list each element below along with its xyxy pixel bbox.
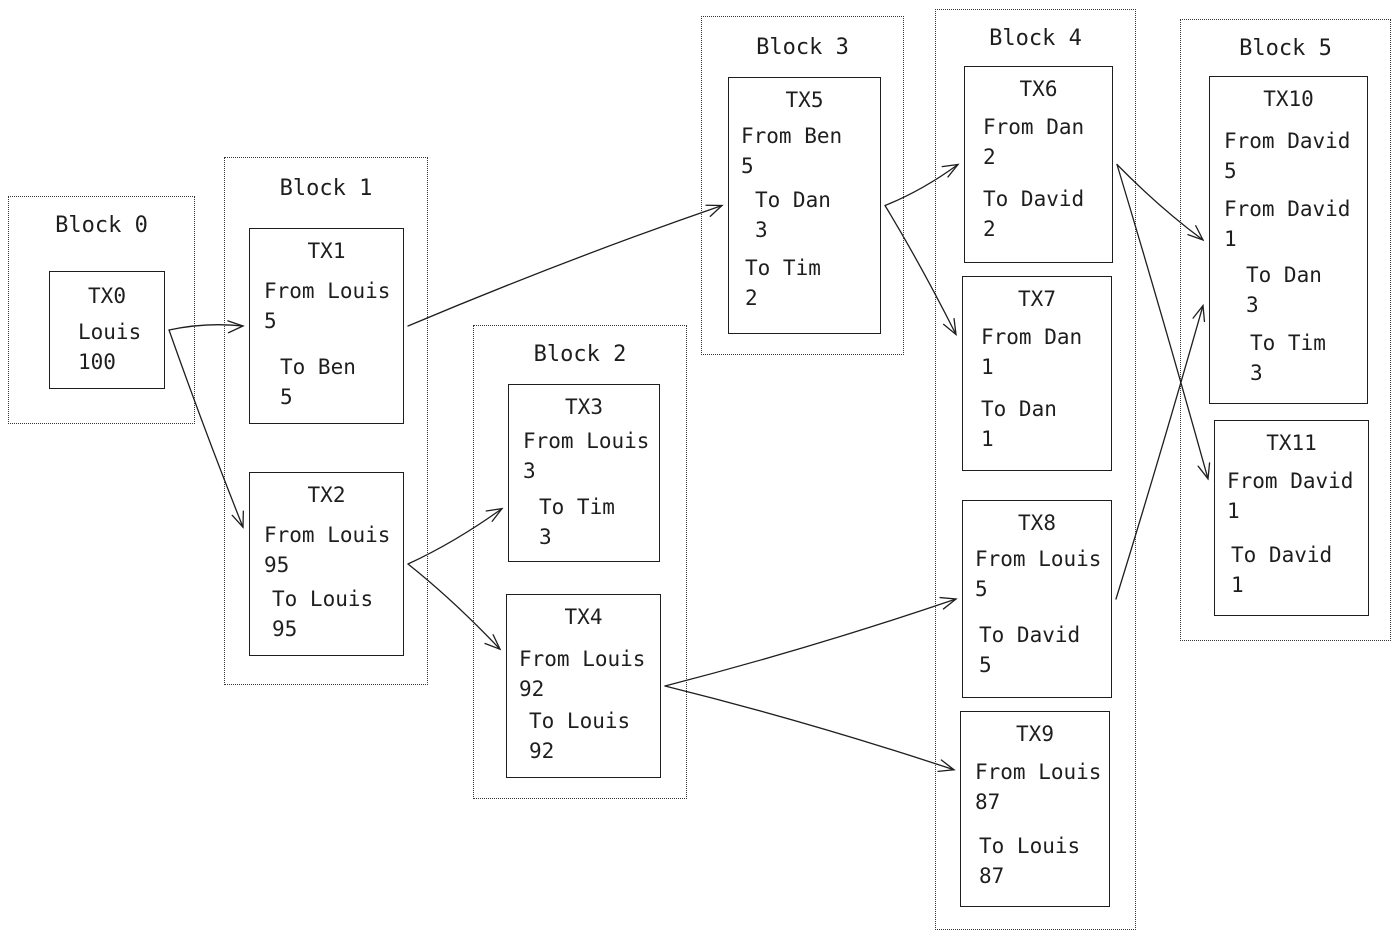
- block-0: Block 0 TX0 Louis 100: [8, 196, 195, 424]
- tx-line: From David: [1227, 469, 1354, 493]
- tx-line: 3: [755, 218, 768, 242]
- tx-box: TX6 From Dan 2 To David 2: [964, 66, 1113, 263]
- edge-arrow-line: [664, 598, 957, 687]
- tx-box: TX3 From Louis 3 To Tim 3: [508, 384, 660, 562]
- tx-title: TX6: [1019, 77, 1058, 101]
- tx-box: TX1 From Louis 5 To Ben 5: [249, 228, 404, 424]
- tx-title: TX9: [1016, 722, 1054, 746]
- block-2: Block 2 TX3 From Louis 3 To Tim 3 TX4 Fr…: [473, 325, 687, 799]
- tx-box: TX4 From Louis 92 To Louis 92: [506, 594, 661, 778]
- tx-title: TX7: [1018, 287, 1056, 311]
- tx-title: TX2: [307, 483, 346, 507]
- tx-line: 2: [983, 145, 996, 169]
- tx-title: TX10: [1263, 87, 1314, 111]
- block-title: Block 2: [533, 342, 627, 367]
- tx-line: To Louis: [272, 587, 374, 611]
- tx-line: 87: [979, 864, 1005, 888]
- tx-title: TX4: [564, 605, 603, 629]
- tx-line: 92: [519, 677, 545, 701]
- tx-line: To Louis: [529, 709, 631, 733]
- tx-line: To Dan: [1246, 263, 1322, 287]
- block-5: Block 5 TX10 From David 5 From David 1 T…: [1180, 19, 1391, 641]
- edge-arrow-line: [407, 204, 723, 327]
- tx-line: To Dan: [981, 397, 1057, 421]
- tx-line: 95: [272, 617, 298, 641]
- tx-line: To Louis: [979, 834, 1081, 858]
- tx-line: 2: [983, 217, 996, 241]
- tx-line: 3: [1250, 361, 1263, 385]
- block-4: Block 4 TX6 From Dan 2 To David 2 TX7 Fr…: [935, 9, 1136, 930]
- tx-line: 5: [741, 154, 754, 178]
- tx-line: To Dan: [755, 188, 831, 212]
- tx-box: TX10 From David 5 From David 1 To Dan 3 …: [1209, 76, 1368, 404]
- tx-title: TX1: [307, 239, 346, 263]
- tx-line: To Tim: [745, 256, 821, 280]
- tx-line: 2: [745, 286, 758, 310]
- tx-line: 92: [529, 739, 555, 763]
- tx-line: Louis: [78, 320, 142, 344]
- tx-title: TX8: [1018, 511, 1056, 535]
- tx-line: From Louis: [264, 523, 391, 547]
- tx-line: From David: [1224, 129, 1351, 153]
- tx-line: 95: [264, 553, 290, 577]
- tx-line: To Tim: [539, 495, 615, 519]
- tx-line: From Ben: [741, 124, 843, 148]
- tx-line: From Louis: [519, 647, 646, 671]
- tx-title: TX3: [565, 395, 603, 419]
- tx-line: To Tim: [1250, 331, 1326, 355]
- block-title: Block 5: [1239, 36, 1332, 61]
- block-title: Block 4: [989, 26, 1082, 51]
- tx-line: 5: [280, 385, 293, 409]
- tx-line: 5: [1224, 159, 1237, 183]
- block-1: Block 1 TX1 From Louis 5 To Ben 5 TX2 Fr…: [224, 157, 428, 685]
- tx-line: From Dan: [981, 325, 1083, 349]
- tx-line: 1: [1227, 499, 1240, 523]
- tx-line: 1: [1231, 573, 1244, 597]
- tx-line: 1: [981, 427, 994, 451]
- block-title: Block 3: [756, 35, 849, 60]
- tx-line: 5: [979, 653, 992, 677]
- tx-line: 5: [975, 577, 988, 601]
- edge-arrow-line: [664, 685, 955, 771]
- block-title: Block 1: [279, 176, 373, 201]
- tx-line: 3: [1246, 293, 1259, 317]
- tx-box: TX8 From Louis 5 To David 5: [962, 500, 1112, 698]
- tx-line: 3: [523, 459, 536, 483]
- tx-line: 3: [539, 525, 552, 549]
- tx-box: TX9 From Louis 87 To Louis 87: [960, 711, 1110, 907]
- tx-box: TX5 From Ben 5 To Dan 3 To Tim 2: [728, 77, 881, 334]
- tx-line: 87: [975, 790, 1001, 814]
- tx-box: TX7 From Dan 1 To Dan 1: [962, 276, 1112, 471]
- tx-title: TX0: [88, 284, 126, 308]
- tx-line: 1: [981, 355, 994, 379]
- tx-line: From Louis: [523, 429, 650, 453]
- tx-line: From Dan: [983, 115, 1085, 139]
- tx-title: TX5: [785, 88, 824, 112]
- tx-line: From Louis: [975, 760, 1102, 784]
- tx-title: TX11: [1266, 431, 1317, 455]
- tx-line: To David: [1231, 543, 1333, 567]
- tx-box: TX11 From David 1 To David 1: [1214, 420, 1369, 616]
- tx-line: To David: [983, 187, 1085, 211]
- tx-line: 5: [264, 309, 277, 333]
- block-3: Block 3 TX5 From Ben 5 To Dan 3 To Tim 2: [701, 16, 904, 355]
- tx-line: From Louis: [264, 279, 391, 303]
- tx-line: From David: [1224, 197, 1351, 221]
- tx-line: 1: [1224, 227, 1237, 251]
- tx-line: To Ben: [280, 355, 356, 379]
- tx-line: To David: [979, 623, 1081, 647]
- tx-box: TX2 From Louis 95 To Louis 95: [249, 472, 404, 656]
- tx-box: TX0 Louis 100: [49, 271, 165, 389]
- block-title: Block 0: [55, 213, 148, 238]
- tx-line: From Louis: [975, 547, 1102, 571]
- tx-line: 100: [78, 350, 116, 374]
